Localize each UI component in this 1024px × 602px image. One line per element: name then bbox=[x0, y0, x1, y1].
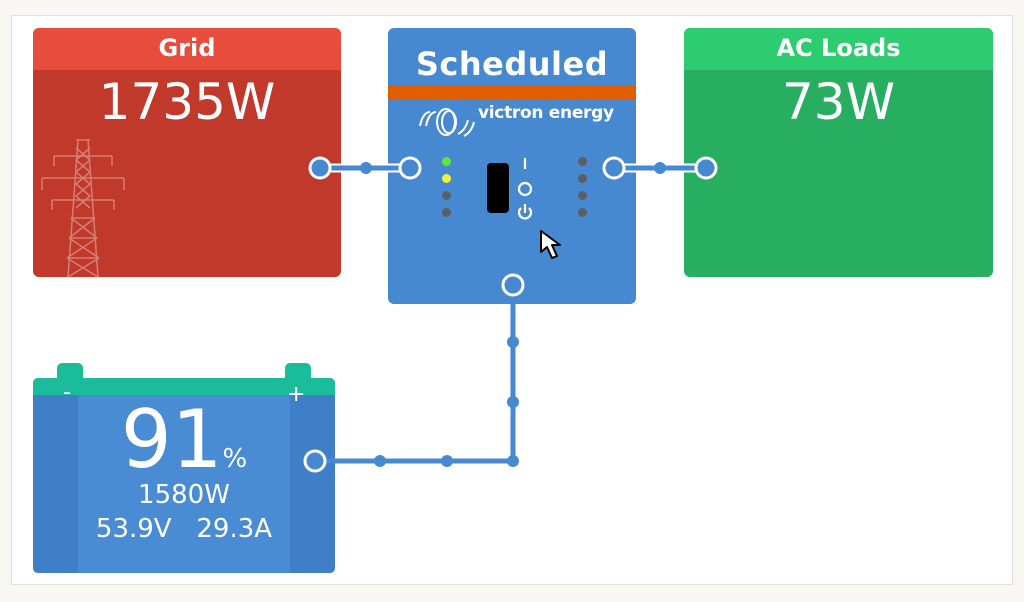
power-standby-icon bbox=[517, 207, 533, 220]
battery-tile[interactable]: - + 91% 1580W 53.9V 29.3A bbox=[33, 363, 335, 573]
led-status-off bbox=[578, 208, 587, 217]
ac-loads-power: 73W bbox=[781, 73, 896, 131]
battery-voltage-current: 53.9V 29.3A bbox=[33, 514, 335, 544]
battery-minus-sign: - bbox=[63, 380, 71, 405]
led-inverter-green bbox=[442, 157, 451, 166]
victron-logo: victron energy bbox=[416, 103, 614, 140]
battery-terminal-positive bbox=[285, 363, 311, 379]
battery-body: - + 91% 1580W 53.9V 29.3A bbox=[33, 378, 335, 573]
brand-name: victron energy bbox=[478, 103, 614, 123]
power-tower-icon bbox=[41, 139, 125, 277]
battery-plus-sign: + bbox=[287, 382, 306, 407]
inverter-mode: Scheduled bbox=[415, 45, 609, 83]
ac-loads-tile[interactable]: AC Loads 73W bbox=[684, 28, 993, 277]
battery-soc-unit: % bbox=[222, 444, 248, 474]
brand-stripe bbox=[388, 86, 636, 100]
battery-current: 29.3A bbox=[196, 514, 273, 544]
led-inverter-off bbox=[442, 208, 451, 217]
mode-switch[interactable] bbox=[487, 163, 509, 213]
grid-tile[interactable]: Grid 1735W bbox=[33, 28, 341, 277]
victron-spiral-icon bbox=[419, 108, 475, 137]
battery-power: 1580W bbox=[138, 480, 230, 510]
grid-power: 1735W bbox=[98, 73, 276, 131]
led-status-off bbox=[578, 174, 587, 183]
led-inverter-yellow bbox=[442, 174, 451, 183]
grid-title: Grid bbox=[33, 28, 341, 70]
switch-off-icon bbox=[517, 181, 533, 197]
mouse-cursor-icon bbox=[540, 230, 561, 259]
switch-position-icons bbox=[517, 158, 533, 220]
led-status-off bbox=[578, 191, 587, 200]
battery-terminal-negative bbox=[57, 363, 83, 379]
inverter-tile[interactable]: Scheduled victron energy bbox=[388, 28, 636, 304]
ac-loads-title: AC Loads bbox=[684, 28, 993, 70]
battery-soc-value: 91 bbox=[120, 393, 223, 486]
battery-voltage: 53.9V bbox=[95, 514, 172, 544]
battery-soc: 91% bbox=[33, 400, 335, 480]
led-status-off bbox=[578, 157, 587, 166]
led-inverter-off bbox=[442, 191, 451, 200]
